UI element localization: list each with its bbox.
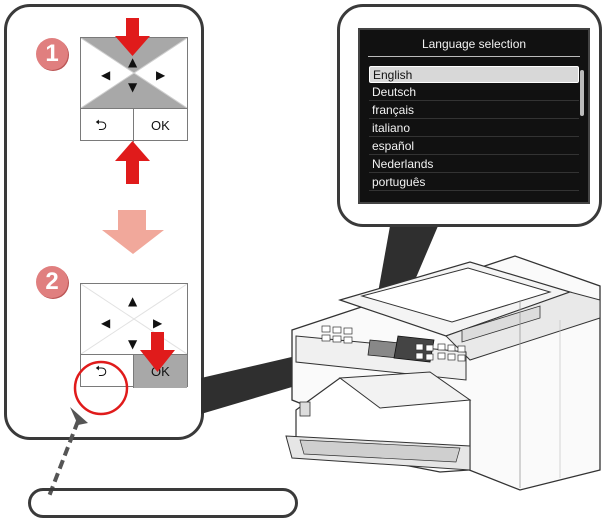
left-arrow-button[interactable]: ◀ (101, 316, 111, 330)
down-arrow-button[interactable]: ▼ (128, 337, 138, 351)
divider (133, 355, 134, 388)
list-item[interactable]: português (369, 174, 579, 191)
keypad-step-1: ▲ ▼ ◀ ▶ ⮌ OK (80, 37, 188, 142)
press-up-arrow-icon (115, 141, 150, 184)
step-badge: 2 (36, 266, 68, 298)
divider (368, 56, 580, 57)
step-badge: 1 (36, 38, 68, 70)
press-down-arrow-icon (140, 332, 175, 372)
list-item[interactable]: Nederlands (369, 156, 579, 173)
up-arrow-button[interactable]: ▲ (128, 294, 138, 308)
list-item[interactable]: français (369, 102, 579, 119)
button-row: ⮌ OK (81, 108, 187, 142)
list-item[interactable]: English (369, 66, 579, 83)
dashed-pointer-arrow (46, 407, 88, 499)
back-arrow-icon[interactable]: ⮌ (95, 362, 108, 380)
right-arrow-button[interactable]: ▶ (153, 316, 163, 330)
ok-button[interactable]: OK (151, 118, 170, 133)
list-item[interactable]: Deutsch (369, 84, 579, 101)
list-item[interactable]: español (369, 138, 579, 155)
scrollbar[interactable] (580, 70, 584, 116)
left-arrow-button[interactable]: ◀ (101, 68, 111, 82)
press-down-arrow-icon (115, 18, 150, 56)
screen-title: Language selection (421, 37, 527, 51)
keypad-step-2: ▲ ▼ ◀ ▶ ⮌ OK (80, 283, 188, 388)
printer-illustration (285, 255, 601, 491)
back-arrow-icon[interactable]: ⮌ (95, 116, 108, 134)
next-step-arrow-icon (102, 210, 164, 254)
right-arrow-button[interactable]: ▶ (156, 68, 166, 82)
lcd-screen: Language selection English Deutsch franç… (358, 28, 590, 204)
up-arrow-button[interactable]: ▲ (128, 55, 138, 69)
back-highlight-circle (73, 360, 129, 416)
keypad-lines (81, 284, 187, 354)
down-arrow-button[interactable]: ▼ (128, 80, 138, 94)
divider (133, 109, 134, 142)
list-item[interactable]: italiano (369, 120, 579, 137)
